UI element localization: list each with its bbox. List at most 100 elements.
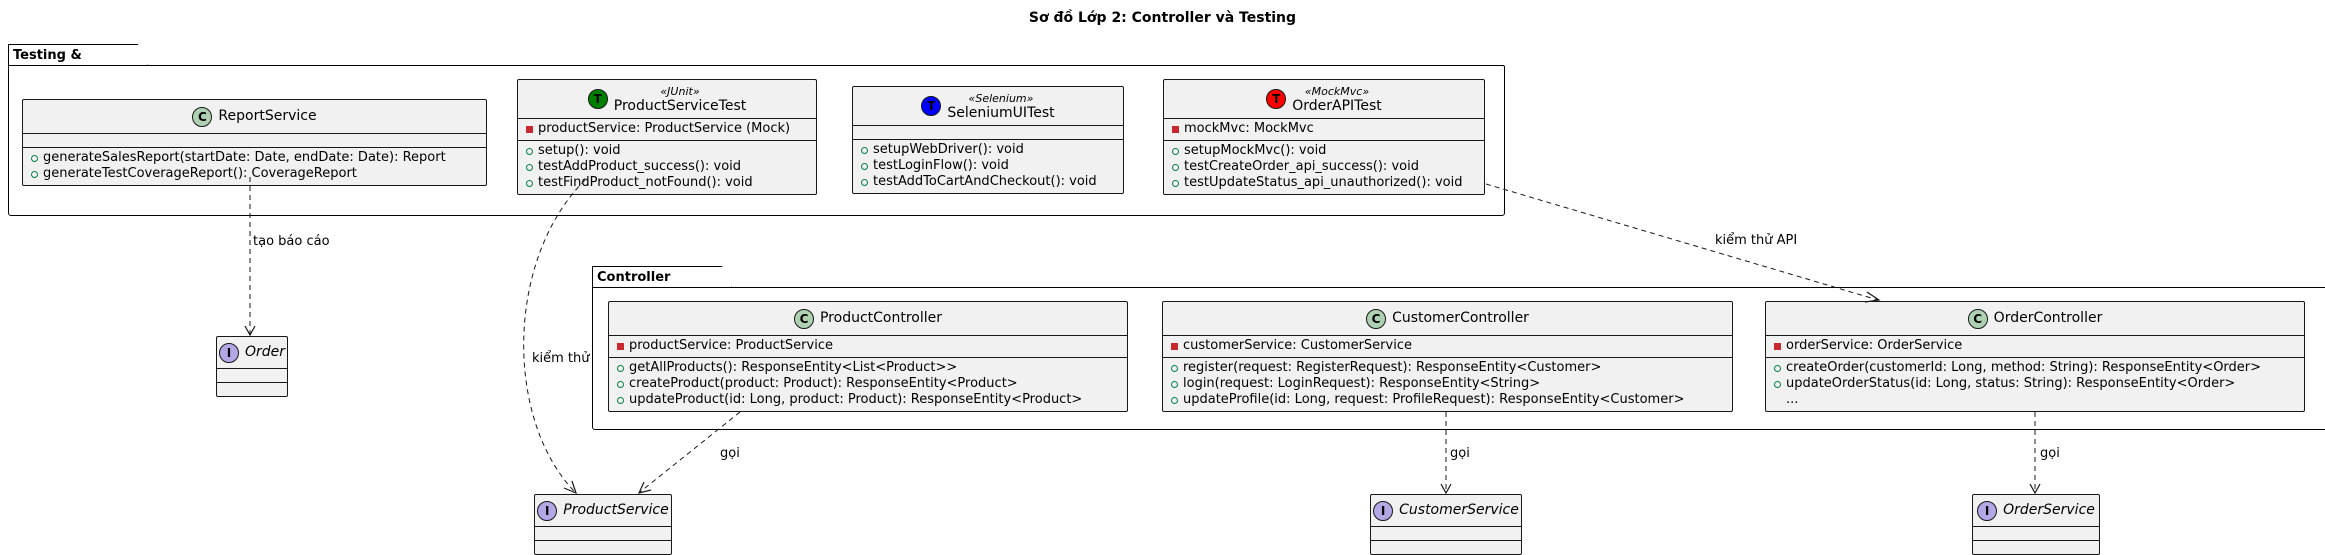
class-product-service-test[interactable]: T «JUnit» ProductServiceTest productServ…: [517, 79, 817, 195]
public-icon: [617, 396, 624, 404]
method-row: generateSalesReport(startDate: Date, end…: [31, 150, 480, 166]
edge-test-to-product-service: [523, 179, 586, 493]
private-icon: [1774, 342, 1781, 350]
class-name: ProductServiceTest: [613, 98, 747, 114]
method-row: testAddProduct_success(): void: [526, 159, 810, 175]
interface-name: OrderService: [2003, 502, 2095, 518]
fields-section: [217, 368, 287, 382]
class-name: ReportService: [218, 108, 317, 124]
public-icon: [1774, 364, 1781, 372]
public-icon: [31, 154, 38, 162]
class-badge-icon: C: [192, 106, 213, 127]
edge-label-api-test: kiểm thử API: [1715, 233, 1798, 248]
methods-section: setupWebDriver(): void testLoginFlow(): …: [853, 139, 1123, 193]
fields-section: [535, 526, 671, 540]
public-icon: [861, 162, 868, 170]
class-order-api-test[interactable]: T «MockMvc» OrderAPITest mockMvc: MockMv…: [1163, 79, 1485, 195]
field-row: customerService: CustomerService: [1171, 338, 1726, 354]
arrowhead-icon: [637, 481, 652, 494]
arrowhead-icon: [1440, 483, 1452, 495]
fields-section: [1371, 526, 1521, 540]
class-badge-icon: C: [793, 308, 814, 329]
methods-section: [535, 540, 671, 554]
public-icon: [1171, 380, 1178, 388]
method-row: testCreateOrder_api_success(): void: [1172, 159, 1478, 175]
class-customer-controller[interactable]: C CustomerController customerService: Cu…: [1162, 301, 1733, 412]
method-row: testAddToCartAndCheckout(): void: [861, 174, 1117, 190]
class-selenium-ui-test[interactable]: T «Selenium» SeleniumUITest setupWebDriv…: [852, 86, 1124, 194]
class-name: SeleniumUITest: [947, 105, 1055, 121]
methods-section: getAllProducts(): ResponseEntity<List<Pr…: [609, 357, 1127, 411]
public-icon: [526, 163, 533, 171]
test-badge-icon: T: [1266, 89, 1287, 109]
method-row: updateProfile(id: Long, request: Profile…: [1171, 392, 1726, 408]
method-row: setup(): void: [526, 143, 810, 159]
class-name: ProductController: [819, 310, 943, 326]
interface-badge-icon: I: [1373, 500, 1394, 521]
methods-section: setup(): void testAddProduct_success(): …: [518, 140, 816, 194]
public-icon: [1774, 380, 1781, 388]
methods-section: [1973, 540, 2099, 554]
public-icon: [617, 364, 624, 372]
fields-section: [23, 133, 486, 147]
private-icon: [617, 342, 624, 350]
interface-badge-icon: I: [1977, 500, 1998, 521]
method-row: updateProduct(id: Long, product: Product…: [617, 392, 1121, 408]
interface-badge-icon: I: [218, 342, 239, 363]
interface-badge-icon: I: [537, 500, 558, 521]
method-row: testFindProduct_notFound(): void: [526, 175, 810, 191]
edge-api-test-to-order-controller: [1485, 183, 1879, 301]
interface-name: CustomerService: [1399, 502, 1519, 518]
class-report-service[interactable]: C ReportService generateSalesReport(star…: [22, 99, 487, 186]
stereotype-label: «MockMvc»: [1304, 85, 1370, 98]
field-row: productService: ProductService: [617, 338, 1121, 354]
methods-section: createOrder(customerId: Long, method: St…: [1766, 357, 2304, 411]
method-row: setupMockMvc(): void: [1172, 143, 1478, 159]
public-icon: [1172, 147, 1179, 155]
public-icon: [617, 380, 624, 388]
public-icon: [1172, 179, 1179, 187]
fields-section: mockMvc: MockMvc: [1164, 118, 1484, 140]
class-badge-icon: C: [1967, 308, 1988, 329]
methods-section: setupMockMvc(): void testCreateOrder_api…: [1164, 140, 1484, 194]
arrowhead-icon: [2029, 483, 2041, 495]
edge-label-test-to-product-service: kiểm thử: [532, 351, 590, 366]
class-name: CustomerController: [1392, 310, 1529, 326]
field-row: mockMvc: MockMvc: [1172, 121, 1478, 137]
private-icon: [526, 125, 533, 133]
methods-section: generateSalesReport(startDate: Date, end…: [23, 147, 486, 185]
method-row: login(request: LoginRequest): ResponseEn…: [1171, 376, 1726, 392]
method-row: createProduct(product: Product): Respons…: [617, 376, 1121, 392]
test-badge-icon: T: [587, 89, 608, 109]
edge-label-report-to-order: tạo báo cáo: [253, 234, 330, 249]
class-order-controller[interactable]: C OrderController orderService: OrderSer…: [1765, 301, 2305, 412]
class-name: OrderController: [1993, 310, 2103, 326]
arrowhead-icon: [244, 325, 256, 337]
methods-section: register(request: RegisterRequest): Resp…: [1163, 357, 1732, 411]
test-badge-icon: T: [921, 96, 942, 116]
interface-order[interactable]: I Order: [216, 336, 288, 397]
public-icon: [1172, 163, 1179, 171]
interface-name: Order: [244, 344, 286, 360]
fields-section: productService: ProductService: [609, 335, 1127, 357]
fields-section: orderService: OrderService: [1766, 335, 2304, 357]
method-row: createOrder(customerId: Long, method: St…: [1774, 360, 2298, 376]
arrowhead-icon: [1864, 291, 1881, 303]
edge-label-product-controller-call: gọi: [720, 446, 740, 461]
edge-product-controller-call: [639, 411, 741, 493]
field-row: productService: ProductService (Mock): [526, 121, 810, 137]
method-row: setupWebDriver(): void: [861, 142, 1117, 158]
methods-section: [217, 382, 287, 396]
public-icon: [861, 146, 868, 154]
method-row: testLoginFlow(): void: [861, 158, 1117, 174]
method-row: ...: [1786, 392, 1799, 407]
public-icon: [526, 147, 533, 155]
stereotype-label: «JUnit»: [660, 85, 700, 98]
methods-section: [1371, 540, 1521, 554]
edge-label-customer-controller-call: gọi: [1450, 446, 1470, 461]
public-icon: [861, 178, 868, 186]
public-icon: [1171, 364, 1178, 372]
field-row: orderService: OrderService: [1774, 338, 2298, 354]
class-product-controller[interactable]: C ProductController productService: Prod…: [608, 301, 1128, 412]
